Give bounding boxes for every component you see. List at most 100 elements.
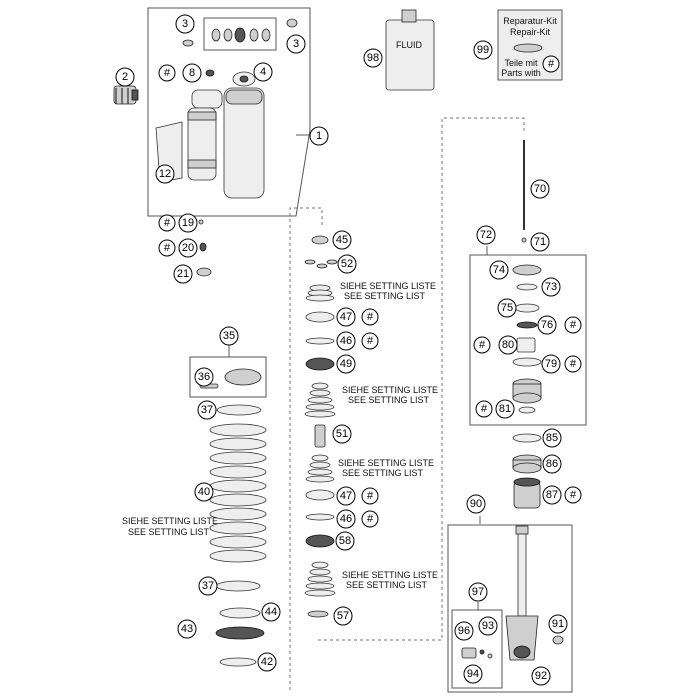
callout-number-p75: 75 xyxy=(501,302,513,314)
callout-number-p80: 80 xyxy=(502,339,514,351)
callout-circle-p46a xyxy=(336,331,356,351)
hash-marker: # xyxy=(367,335,374,347)
callout-circle-p19 xyxy=(178,213,198,233)
callout-number-p51: 51 xyxy=(336,428,348,440)
callout-number-p57: 57 xyxy=(337,610,349,622)
damper-rod xyxy=(505,525,539,661)
part-52-shims xyxy=(304,259,338,269)
piston-cup xyxy=(512,378,542,404)
callout-number-p98: 98 xyxy=(367,52,379,64)
part-74 xyxy=(512,264,542,276)
callout-number-p20: 20 xyxy=(182,242,194,254)
callout-number-p46a: 46 xyxy=(340,335,352,347)
ring-42 xyxy=(219,657,257,667)
hash-marker: # xyxy=(367,490,374,502)
hash-marker: # xyxy=(164,217,171,229)
callout-circle-p37b xyxy=(198,576,218,596)
callout-circle-p71 xyxy=(530,232,550,252)
callout-circle-p2 xyxy=(115,67,135,87)
bushing-left xyxy=(182,39,194,47)
callout-bubbles: 1233481219202135363737404243444546464747… xyxy=(115,14,582,686)
spring-seat xyxy=(215,626,265,640)
callout-circle-p74 xyxy=(489,260,509,280)
callout-circle-p42 xyxy=(257,652,277,672)
hash-marker-circle xyxy=(473,336,491,354)
setting-list-en-3: SEE SETTING LIST xyxy=(342,468,424,478)
coil-spring xyxy=(209,423,267,563)
callout-number-p70: 70 xyxy=(534,183,546,195)
callout-number-p97: 97 xyxy=(472,586,484,598)
shim-stack-bottom xyxy=(304,561,336,597)
part-75 xyxy=(514,303,540,313)
callout-circle-p37a xyxy=(197,400,217,420)
callout-circle-p52 xyxy=(337,254,357,274)
callout-circle-p45 xyxy=(332,230,352,250)
callout-circle-p4 xyxy=(253,62,273,82)
callout-circle-p87 xyxy=(542,485,562,505)
hash-marker: # xyxy=(481,403,488,415)
callout-number-p58: 58 xyxy=(339,535,351,547)
callout-circle-p8 xyxy=(182,63,202,83)
hash-marker: # xyxy=(164,242,171,254)
hash-marker-circle xyxy=(542,55,560,73)
callout-number-p37a: 37 xyxy=(201,404,213,416)
callout-circle-p3a xyxy=(175,14,195,34)
hash-marker: # xyxy=(548,58,555,70)
callout-circle-p91 xyxy=(548,614,568,634)
part-19 xyxy=(198,219,204,225)
piston-assembly-frame xyxy=(469,254,587,426)
part-46-lower xyxy=(305,513,335,521)
callout-circle-p44 xyxy=(261,602,281,622)
spacer-ring-top xyxy=(216,404,262,416)
callout-circle-p1 xyxy=(309,126,329,146)
fluid-label: FLUID xyxy=(396,40,423,50)
part-76 xyxy=(516,321,538,329)
callout-number-p19: 19 xyxy=(182,217,194,229)
callout-number-p73: 73 xyxy=(545,281,557,293)
callout-number-p40: 40 xyxy=(198,486,210,498)
callout-circle-p12 xyxy=(155,164,175,184)
hash-marker: # xyxy=(570,319,577,331)
hash-marker-circle xyxy=(361,510,379,528)
callout-circle-p79 xyxy=(541,354,561,374)
callout-number-p85: 85 xyxy=(546,432,558,444)
callout-circle-p80 xyxy=(498,335,518,355)
callout-number-p45: 45 xyxy=(336,234,348,246)
top-parts-frame xyxy=(203,17,277,51)
callout-circle-p57 xyxy=(333,606,353,626)
callout-circle-p43 xyxy=(177,619,197,639)
damper-rod-frame xyxy=(447,524,573,693)
reservoir xyxy=(187,107,217,181)
callout-number-p47b: 47 xyxy=(340,490,352,502)
flow-line-right xyxy=(318,117,525,641)
callout-circle-p96 xyxy=(454,621,474,641)
hash-marker-circle xyxy=(564,355,582,373)
bushing-right xyxy=(286,18,298,28)
callout-circle-p94 xyxy=(463,664,483,684)
callout-number-p93: 93 xyxy=(482,620,494,632)
part-49-piston xyxy=(305,357,335,371)
repair-kit-line4: Parts with xyxy=(501,68,541,78)
callout-number-p3b: 3 xyxy=(293,38,299,50)
callout-circle-p75 xyxy=(497,298,517,318)
setting-list-en-2: SEE SETTING LIST xyxy=(348,395,430,405)
part-79 xyxy=(512,357,542,367)
callout-circle-p51 xyxy=(332,424,352,444)
callout-number-p99: 99 xyxy=(477,44,489,56)
hash-marker-circle xyxy=(158,214,176,232)
part-73 xyxy=(516,283,538,291)
repair-kit-line2: Repair-Kit xyxy=(510,27,551,37)
callout-number-p44: 44 xyxy=(265,606,277,618)
callout-number-p43: 43 xyxy=(181,623,193,635)
main-assembly-frame xyxy=(147,7,311,217)
shock-absorber-body xyxy=(191,71,265,199)
part-47-lower xyxy=(305,489,335,501)
rebound-adjuster-frame xyxy=(451,609,503,689)
part-57-washer xyxy=(307,610,329,618)
callout-circle-p3b xyxy=(286,34,306,54)
callout-circle-p36 xyxy=(194,367,214,387)
text-labels: FLUID Reparatur-Kit Repair-Kit Teile mit… xyxy=(122,16,557,590)
callout-number-p81: 81 xyxy=(499,403,511,415)
rebound-adjuster xyxy=(461,647,493,659)
callout-number-p36: 36 xyxy=(198,371,210,383)
